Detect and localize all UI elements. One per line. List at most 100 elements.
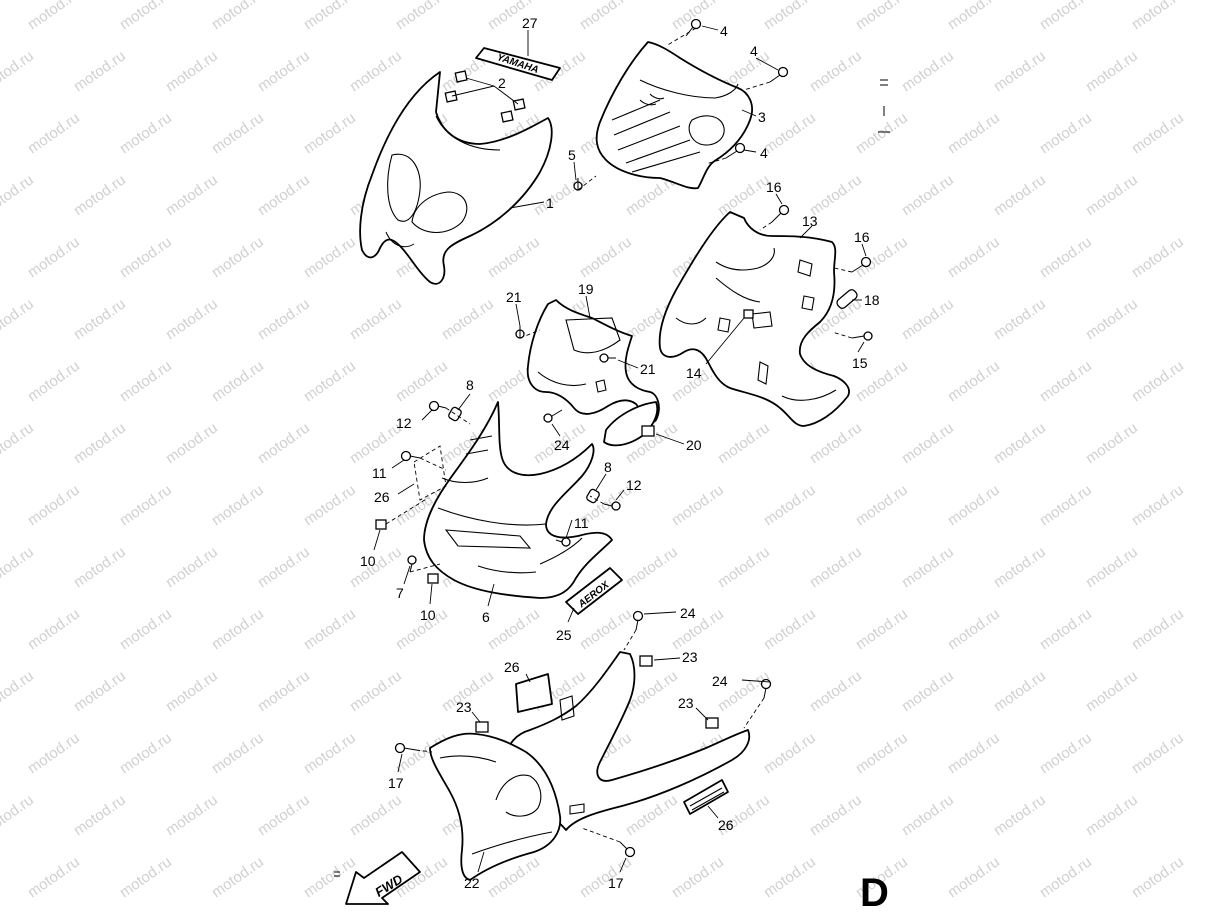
callout-16-right: 16 [854,229,870,245]
part-26-upper-decal [413,445,447,501]
watermark-text: motod.ru [991,171,1049,219]
watermark-text: motod.ru [853,729,911,777]
watermark-text: motod.ru [807,667,865,715]
watermark-text: motod.ru [1129,729,1187,777]
watermark-text: motod.ru [25,605,83,653]
watermark-text: motod.ru [945,109,1003,157]
watermark-text: motod.ru [945,0,1003,33]
watermark-text: motod.ru [899,171,957,219]
watermark-text: motod.ru [577,853,635,901]
watermark-text: motod.ru [301,729,359,777]
watermark-text: motod.ru [209,109,267,157]
screw-24a [543,409,563,423]
callout-27: 27 [522,15,538,31]
watermark-text: motod.ru [669,853,727,901]
watermark-text: motod.ru [1129,357,1187,405]
callout-1: 1 [546,195,554,211]
watermark-text: motod.ru [1037,605,1095,653]
watermark-text: motod.ru [71,543,129,591]
part-22-under-cowl [429,651,751,881]
callout-12-right: 12 [626,477,642,493]
watermark-text: motod.ru [1083,667,1141,715]
watermark-text: motod.ru [255,543,313,591]
callout-2: 2 [498,75,506,91]
watermark-text: motod.ru [301,605,359,653]
callout-10-lower: 10 [420,607,436,623]
watermark-text: motod.ru [347,295,405,343]
watermark-text: motod.ru [209,605,267,653]
callout-24-bracket: 24 [554,437,570,453]
watermark-text: motod.ru [1083,295,1141,343]
watermark-text: motod.ru [899,667,957,715]
watermark-text: motod.ru [163,543,221,591]
watermark-text: motod.ru [761,481,819,529]
callout-7: 7 [396,585,404,601]
screw-7 [407,555,417,573]
callout-17-bottom: 17 [608,875,624,891]
callout-4-right: 4 [750,43,758,59]
part-23-clips [475,655,719,733]
watermark-text: motod.ru [761,729,819,777]
watermark-text: motod.ru [899,543,957,591]
watermark-text: motod.ru [0,419,37,467]
screw-4a [685,18,702,37]
screw-21b [599,353,616,363]
callout-18: 18 [864,292,880,308]
screw-16a [771,204,790,223]
watermark-text: motod.ru [301,0,359,33]
callout-4-lower: 4 [760,145,768,161]
watermark-text: motod.ru [485,605,543,653]
callout-26-upper: 26 [374,489,390,505]
watermark-text: motod.ru [163,419,221,467]
watermark-text: motod.ru [1037,109,1095,157]
watermark-text: motod.ru [71,171,129,219]
watermark-text: motod.ru [71,295,129,343]
alignment-lines [385,27,853,843]
screw-4c [725,142,746,159]
screw-15 [851,331,873,341]
watermark-text: motod.ru [991,543,1049,591]
watermark-text: motod.ru [1129,481,1187,529]
screw-21a [515,326,525,339]
watermark-text: motod.ru [945,853,1003,901]
callout-13: 13 [802,213,818,229]
watermark-text: motod.ru [485,233,543,281]
watermark-text: motod.ru [25,357,83,405]
watermark-text: motod.ru [945,729,1003,777]
watermark-text: motod.ru [255,47,313,95]
yamaha-decal-text: YAMAHA [495,52,539,76]
callout-23-top: 23 [682,649,698,665]
watermark-text: motod.ru [577,233,635,281]
watermark-text: motod.ru [71,667,129,715]
watermark-text: motod.ru [117,605,175,653]
watermark-text: motod.ru [71,419,129,467]
watermark-text: motod.ru [761,605,819,653]
callout-22: 22 [464,875,480,891]
callout-17-left: 17 [388,775,404,791]
watermark-text: motod.ru [761,109,819,157]
watermark-text: motod.ru [209,853,267,901]
watermark-text: motod.ru [623,543,681,591]
callout-16-top: 16 [766,179,782,195]
callout-8-right: 8 [604,459,612,475]
watermark-text: motod.ru [163,295,221,343]
watermark-text: motod.ru [117,481,175,529]
watermark-text: motod.ru [1083,171,1141,219]
watermark-text: motod.ru [255,419,313,467]
callout-numbers: 27 2 1 4 4 3 4 5 16 13 16 18 15 14 21 19… [360,15,880,891]
watermark-text: motod.ru [347,791,405,839]
watermark-text: motod.ru [761,853,819,901]
watermark-text: motod.ru [1037,357,1095,405]
watermark-text: motod.ru [0,791,37,839]
watermark-text: motod.ru [669,605,727,653]
leader-lines [373,25,867,873]
watermark-text: motod.ru [899,419,957,467]
callout-5: 5 [568,147,576,163]
watermark-text: motod.ru [209,357,267,405]
watermark-text: motod.ru [255,667,313,715]
watermark-text: motod.ru [1083,419,1141,467]
watermark-text: motod.ru [301,357,359,405]
screw-17a [394,742,417,754]
callout-23-left: 23 [456,699,472,715]
part-6-lower-front-fairing [423,401,613,599]
